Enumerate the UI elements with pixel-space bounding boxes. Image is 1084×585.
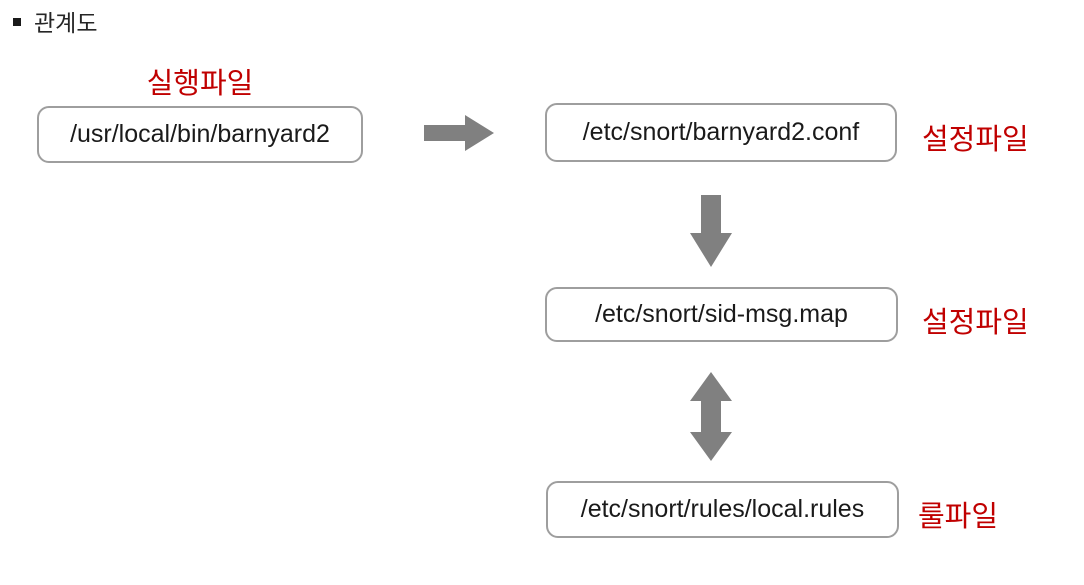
config-file-label: 설정파일 [922,124,1029,156]
double-vertical-arrow-icon [689,372,733,461]
exec-file-label: 실행파일 [146,68,254,100]
node-path-text: /etc/snort/sid-msg.map [595,300,848,328]
node-path-text: /etc/snort/barnyard2.conf [582,118,860,146]
right-arrow-icon [424,115,494,151]
slide-title-text: 관계도 [34,10,98,36]
node-barnyard2-conf: /etc/snort/barnyard2.conf [545,103,897,162]
node-barnyard2-binary: /usr/local/bin/barnyard2 [37,106,363,163]
rule-file-label: 룰파일 [918,501,999,533]
node-path-text: /etc/snort/rules/local.rules [580,495,865,523]
node-path-text: /usr/local/bin/barnyard2 [70,120,330,148]
config-file-label: 설정파일 [922,307,1029,339]
down-arrow-icon [689,195,733,267]
bullet-icon [13,18,21,26]
node-sid-msg-map: /etc/snort/sid-msg.map [545,287,898,342]
node-local-rules: /etc/snort/rules/local.rules [546,481,899,538]
slide-title: 관계도 [13,4,97,38]
